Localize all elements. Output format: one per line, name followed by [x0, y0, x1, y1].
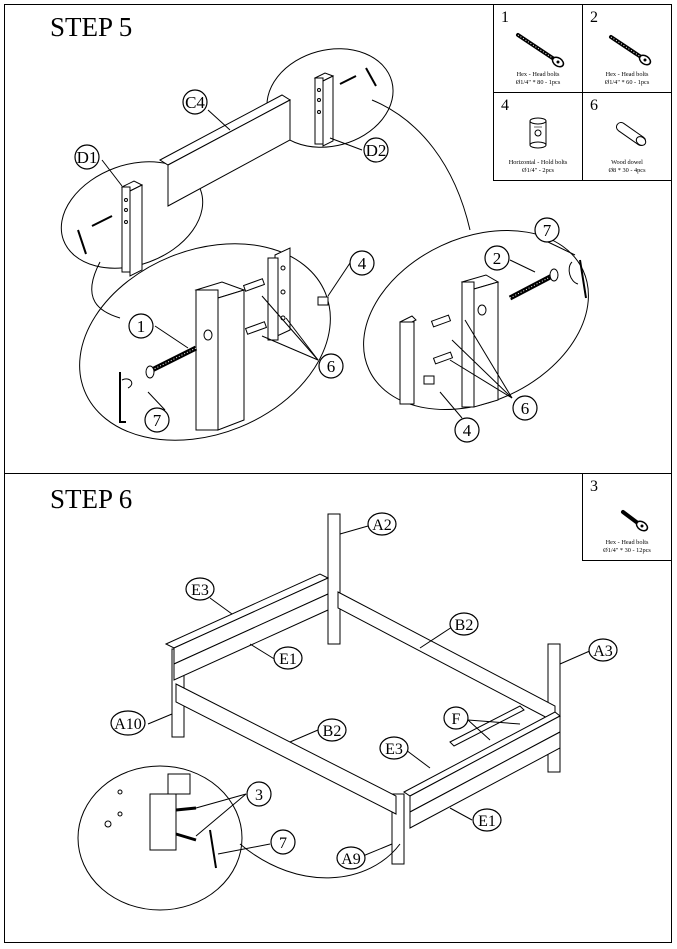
label-6b: 6 [521, 399, 530, 418]
label-d1: D1 [77, 148, 98, 167]
end-panel-left [267, 247, 291, 341]
label-e1b: E1 [478, 813, 496, 830]
label-a3: A3 [593, 643, 613, 660]
label-e3b: E3 [385, 741, 403, 758]
detail-bubble-left [79, 243, 331, 441]
step6-assembly-drawing: A2 E3 E1 B2 A3 A10 B2 F E3 E1 A9 3 7 [77, 512, 618, 911]
post-left [194, 281, 246, 431]
detail-bubble-d1 [60, 161, 204, 269]
rail-c4 [159, 94, 291, 207]
part-spec: Ø8 * 30 - 4pcs [608, 167, 646, 174]
post-right [460, 274, 500, 408]
part-spec: Ø1/4" * 60 - 1pcs [604, 79, 650, 86]
callout-a9 [336, 846, 366, 870]
callout-6a [318, 353, 344, 379]
part-spec: Ø1/4" * 80 - 1pcs [515, 79, 561, 86]
rail-e1-left [173, 593, 329, 681]
label-b2a: B2 [455, 617, 474, 634]
short-bolt-icon [621, 510, 649, 532]
callout-c4 [182, 89, 208, 115]
label-4a: 4 [358, 254, 367, 273]
part-number: 1 [501, 9, 509, 26]
part-desc: Hex - Head bolts [605, 71, 649, 78]
label-7: 7 [279, 835, 287, 852]
step5-title: STEP 5 [50, 12, 133, 42]
rail-b2-front [175, 683, 397, 815]
callout-a10 [110, 710, 146, 736]
label-7b: 7 [543, 221, 552, 240]
long-bolt-icon [516, 33, 565, 68]
post-d2 [313, 72, 335, 147]
callout-d1 [74, 144, 100, 170]
label-2: 2 [493, 249, 502, 268]
bolt-2 [508, 259, 587, 301]
part-spec: Ø1/4" - 2pcs [522, 167, 554, 174]
callout-a2 [367, 512, 397, 536]
callout-e3a [185, 577, 215, 601]
label-e1a: E1 [279, 651, 297, 668]
callout-b2b [317, 718, 347, 742]
step6-title: STEP 6 [50, 484, 133, 514]
part-number: 4 [501, 97, 509, 114]
label-3: 3 [255, 787, 263, 804]
callout-4a [349, 250, 375, 276]
rail-b2-back [337, 591, 556, 723]
slat-f [449, 705, 525, 747]
label-6a: 6 [327, 357, 336, 376]
label-a10: A10 [114, 716, 142, 733]
post-d1 [120, 180, 144, 277]
label-4b: 4 [463, 421, 472, 440]
label-b2b: B2 [323, 723, 342, 740]
post-a2 [327, 513, 341, 645]
callout-7c [270, 829, 296, 855]
barrel-nut-icon [529, 117, 547, 149]
callout-e3b [379, 736, 409, 760]
callout-1 [128, 313, 154, 339]
bolt-icon [609, 35, 652, 66]
label-d2: D2 [366, 141, 387, 160]
label-7a: 7 [153, 411, 162, 430]
callout-d2 [363, 137, 389, 163]
step6-panel [4, 473, 672, 943]
rail-e1-right [409, 731, 561, 829]
wood-dowel-icon [616, 122, 647, 146]
part-number: 2 [590, 9, 598, 26]
callout-a3 [588, 638, 618, 662]
bolt-1 [119, 345, 198, 423]
label-1: 1 [137, 317, 146, 336]
part-desc: Hex - Head bolts [605, 539, 649, 546]
callout-2 [484, 245, 510, 271]
callout-3 [246, 781, 272, 807]
part-desc: Hex - Head bolts [516, 71, 560, 78]
callout-6b [512, 395, 538, 421]
callout-e1b [472, 808, 502, 832]
callout-4b [454, 417, 480, 443]
part-number: 3 [590, 478, 598, 495]
label-c4: C4 [185, 93, 205, 112]
part-desc: Horizontal - Hold bolts [508, 159, 568, 166]
detail-bubble-right [363, 230, 589, 410]
label-a9: A9 [341, 851, 361, 868]
callout-7a [144, 407, 170, 433]
label-f: F [452, 711, 461, 728]
label-a2: A2 [372, 517, 392, 534]
detail-bubble-step6 [77, 765, 243, 911]
part-desc: Wood dowel [611, 159, 643, 166]
part-spec: Ø1/4" * 30 - 12pcs [603, 547, 651, 554]
callout-f [443, 706, 469, 730]
end-panel-right [399, 315, 417, 405]
callout-b2a [449, 612, 479, 636]
part-number: 6 [590, 97, 598, 114]
callout-e1a [273, 646, 303, 670]
callout-7b [534, 217, 560, 243]
step5-assembly-drawing: C4 D1 D2 1 4 6 7 2 7 6 4 [60, 48, 589, 443]
label-e3a: E3 [191, 582, 209, 599]
